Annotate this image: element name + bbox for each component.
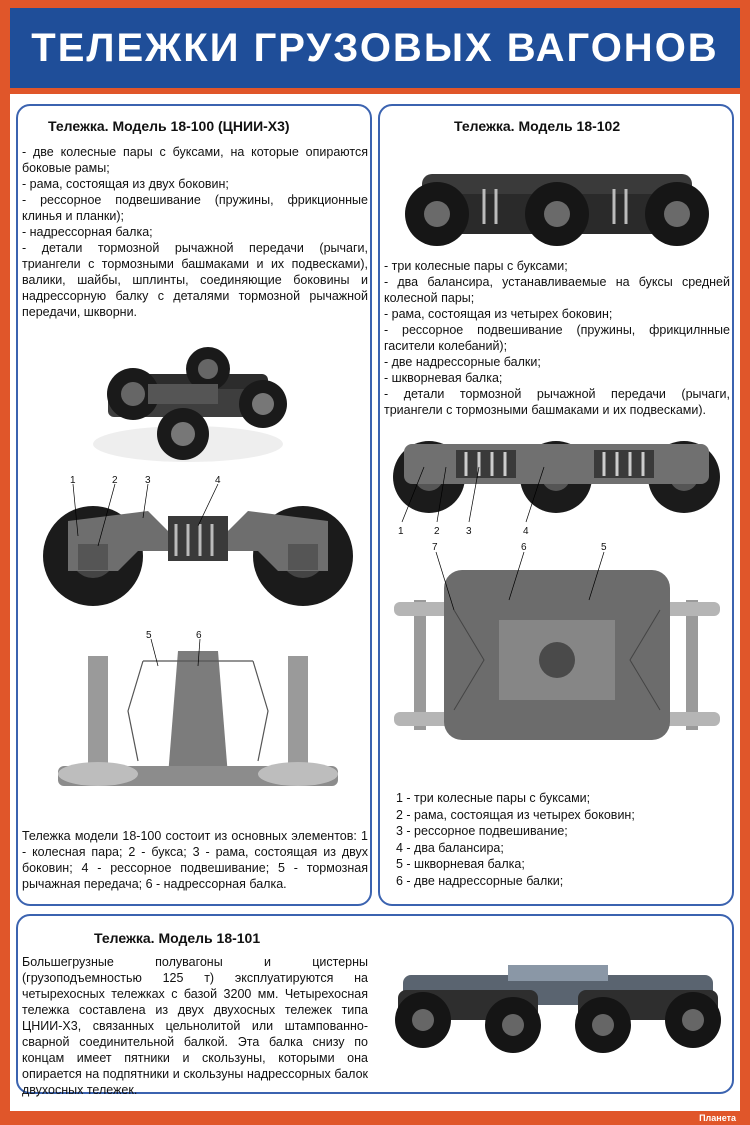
callout-label: 4	[523, 526, 529, 537]
panel-heading: Тележка. Модель 18-101	[94, 930, 261, 946]
callout-label: 7	[432, 542, 438, 553]
legend-item: 4 - два балансира;	[396, 840, 504, 855]
bogie-18-100-side-view-image: 1 2 3 4	[43, 476, 353, 606]
panel-heading: Тележка. Модель 18-102	[454, 118, 621, 134]
callout-label: 2	[112, 476, 118, 486]
bogie-18-102-top-view-image: 7 6 5	[394, 542, 720, 740]
panel-intro-text: - две колесные пары с буксами, на которы…	[22, 145, 368, 319]
page-title: ТЕЛЕЖКИ ГРУЗОВЫХ ВАГОНОВ	[31, 25, 719, 70]
panel-heading: Тележка. Модель 18-100 (ЦНИИ-Х3)	[48, 118, 290, 134]
callout-label: 1	[70, 476, 76, 486]
bogie-18-100-end-view-image: 5 6	[58, 630, 338, 786]
callout-label: 5	[146, 630, 152, 641]
bogie-18-101-four-axle-image	[395, 965, 721, 1053]
panel-intro-text: - три колесные пары с буксами; - два бал…	[384, 259, 730, 417]
legend-item: 6 - две надрессорные балки;	[396, 873, 564, 888]
callout-label: 1	[398, 526, 404, 537]
callout-label: 6	[196, 630, 202, 641]
title-banner: ТЕЛЕЖКИ ГРУЗОВЫХ ВАГОНОВ	[10, 8, 740, 94]
callout-label: 3	[145, 476, 151, 486]
component-legend: 1 - три колесные пары с буксами; 2 - рам…	[396, 790, 635, 889]
legend-item: 3 - рессорное подвешивание;	[396, 824, 568, 838]
callout-label: 5	[601, 542, 607, 553]
bogie-18-102-side-view-image: 1 2 3 4	[393, 441, 720, 537]
callout-label: 6	[521, 542, 527, 553]
panel-caption: Тележка модели 18-100 состоит из основны…	[22, 829, 368, 891]
panel-body-text: Большегрузные полувагоны и цистерны (гру…	[22, 955, 368, 1097]
legend-item: 2 - рама, состоящая из четырех боковин;	[396, 807, 635, 822]
panel-model-18-102: Тележка. Модель 18-102 - три колесные па…	[378, 104, 734, 906]
panel-model-18-101: Тележка. Модель 18-101 Большегрузные пол…	[16, 914, 734, 1097]
legend-item: 5 - шкворневая балка;	[396, 857, 525, 871]
publisher-logo: Планета	[699, 1113, 736, 1123]
bogie-18-100-isometric-image	[93, 347, 287, 462]
legend-item: 1 - три колесные пары с буксами;	[396, 791, 591, 805]
callout-label: 4	[215, 476, 221, 486]
callout-label: 3	[466, 526, 472, 537]
panel-model-18-100: Тележка. Модель 18-100 (ЦНИИ-Х3) - две к…	[16, 104, 372, 906]
bogie-18-102-isometric-image	[405, 174, 709, 246]
callout-label: 2	[434, 526, 440, 537]
